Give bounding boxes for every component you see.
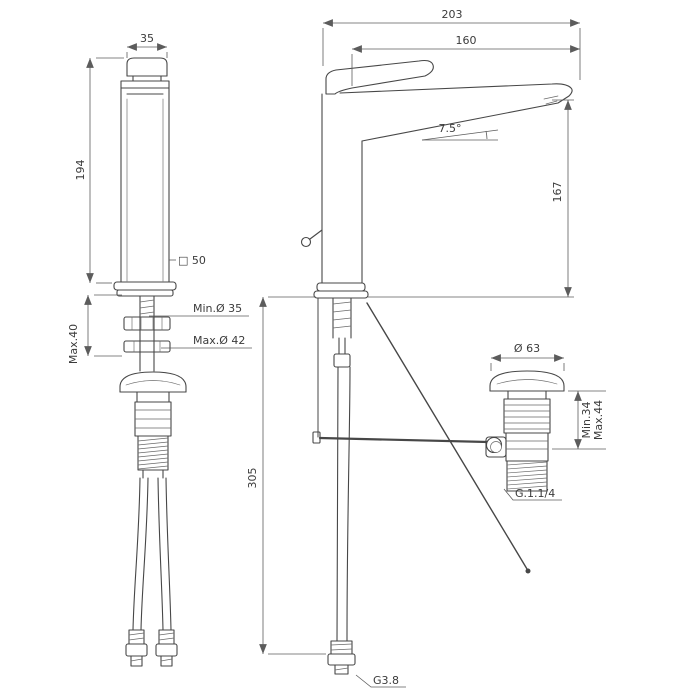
dim-handle-width-label: 35 — [140, 32, 154, 45]
mounting-hardware-side — [332, 297, 352, 368]
dim-handle-width: 35 — [126, 32, 168, 58]
dim-outlet-height: 167 — [368, 99, 574, 298]
dim-max-deck-label: Max.40 — [67, 324, 80, 364]
dim-drain-flange-diameter: Ø 63 — [490, 342, 565, 371]
dim-spout-reach-label: 160 — [456, 34, 477, 47]
dim-outlet-height-label: 167 — [551, 182, 564, 203]
dim-hose-drop: 305 — [246, 296, 326, 655]
supply-hoses-front — [125, 477, 178, 667]
dim-drain-min-depth-label: Min.34 — [580, 401, 593, 438]
dim-drain-max-depth-label: Max.44 — [592, 400, 605, 440]
dim-total-depth: 203 — [322, 8, 581, 80]
label-drain-thread-text: G.1.1/4 — [515, 487, 555, 500]
faucet-front-body — [113, 57, 177, 297]
label-max-hole-text: Max.Ø 42 — [193, 334, 245, 347]
label-supply-thread-text: G3.8 — [373, 674, 399, 687]
dim-drain-body-depth: Min.34 Max.44 — [552, 390, 606, 450]
label-max-hole-diameter: Max.Ø 42 — [161, 334, 252, 349]
dim-drain-diameter-label: Ø 63 — [514, 342, 540, 355]
label-min-hole-text: Min.Ø 35 — [193, 302, 242, 315]
dim-hose-drop-label: 305 — [246, 468, 259, 489]
popup-waste-side — [485, 370, 565, 492]
front-view: 35 194 Max.40 □ 50 Min.Ø 35 Max.Ø 42 — [67, 32, 252, 667]
faucet-side-body — [300, 59, 573, 299]
supply-hose-side — [327, 366, 356, 675]
label-supply-thread: G3.8 — [355, 674, 406, 688]
dim-spout-angle: 7.5° — [421, 122, 499, 141]
popup-linkage — [312, 297, 531, 574]
dim-faucet-height-label: 194 — [74, 160, 87, 181]
dim-spout-angle-label: 7.5° — [439, 122, 462, 135]
label-square-section-text: □ 50 — [178, 254, 206, 267]
label-min-hole-diameter: Min.Ø 35 — [149, 302, 249, 317]
dim-total-depth-label: 203 — [442, 8, 463, 21]
dim-max-deck-thickness: Max.40 — [67, 294, 122, 364]
dim-faucet-height: 194 — [74, 57, 124, 284]
label-drain-thread: G.1.1/4 — [503, 487, 562, 501]
side-view: 203 160 7.5° 167 305 — [246, 8, 606, 688]
popup-waste-front — [119, 371, 187, 479]
dim-spout-reach: 160 — [351, 34, 580, 86]
label-square-section: □ 50 — [169, 254, 206, 267]
mounting-hardware-front — [123, 295, 171, 372]
